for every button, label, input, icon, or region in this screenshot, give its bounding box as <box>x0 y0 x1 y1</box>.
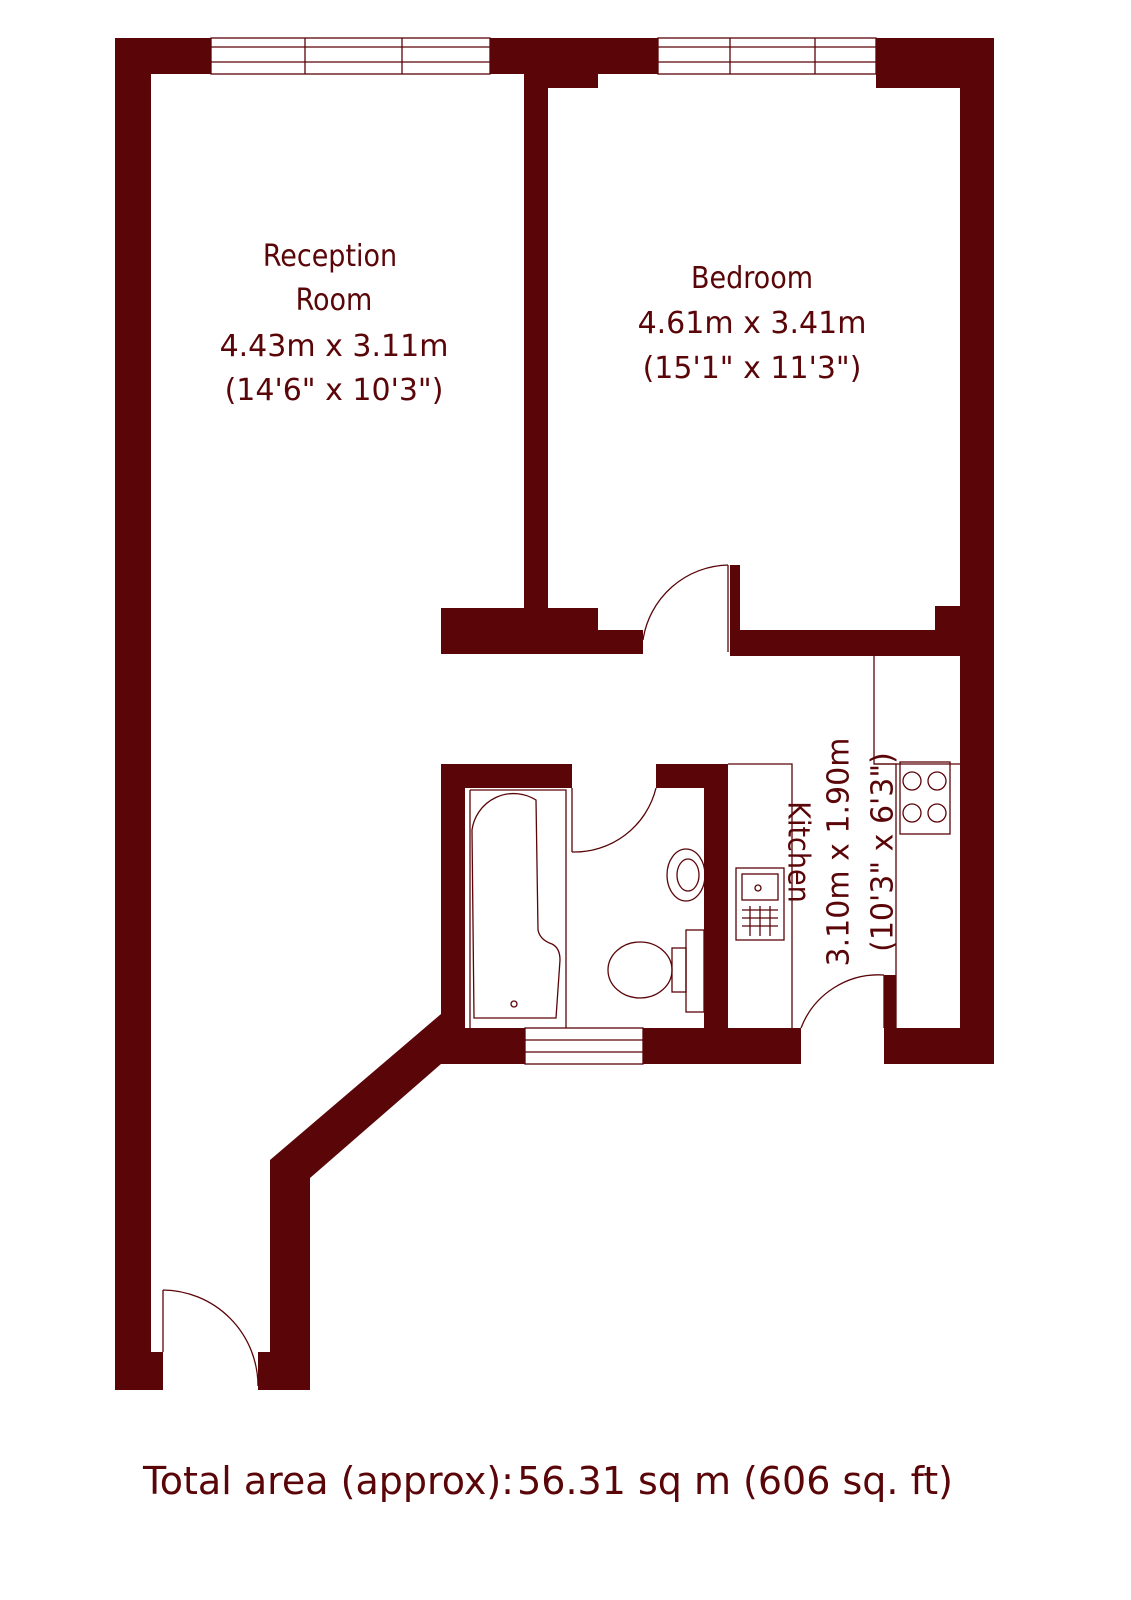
wall-entry-jamb <box>258 1352 270 1390</box>
kitchen-imperial: (10'3" x 6'3") <box>866 752 901 952</box>
hob-icon <box>899 761 951 835</box>
door-swing-kitchen <box>800 974 885 1029</box>
wall-bedroom-bottom-right <box>730 630 994 656</box>
cistern-icon <box>685 929 705 1013</box>
wall-bath-bottom-right <box>643 1028 801 1064</box>
bedroom-name: Bedroom <box>691 261 813 296</box>
reception-name-line2: Room <box>296 283 373 318</box>
wall-bedroom-bottom-corner <box>935 606 960 630</box>
wall-diagonal <box>270 1014 441 1390</box>
wall-bath-left <box>441 764 465 1064</box>
total-area-label: Total area (approx): <box>142 1459 514 1503</box>
fixtures <box>469 654 960 1028</box>
bath-drain-icon <box>510 1000 518 1008</box>
bath-outline <box>469 789 567 1028</box>
door-swing-bathroom <box>571 787 657 853</box>
wall-bedroom-bottom-left <box>598 630 643 654</box>
wall-left-jamb <box>151 1352 163 1390</box>
window-bathroom <box>524 1027 644 1065</box>
wall-kitchen-bottom-right <box>884 1028 994 1064</box>
wall-kitchen-door-jamb <box>884 975 896 1028</box>
bedroom-imperial: (15'1" x 11'3") <box>643 351 862 386</box>
doors <box>162 564 885 1387</box>
reception-metric: 4.43m x 3.11m <box>220 329 449 364</box>
kitchen-counter-left <box>728 763 793 1028</box>
windows <box>210 37 877 1065</box>
wall-bedroom-door-jamb <box>730 565 740 630</box>
wall-top-middle <box>490 38 658 74</box>
wall-bedroom-step-left <box>548 74 598 88</box>
wall-bedroom-step-right <box>876 74 960 88</box>
door-swing-entrance <box>162 1289 259 1387</box>
wall-partition-stub <box>441 608 598 654</box>
sink-icon <box>735 867 785 941</box>
bathtub-icon <box>471 792 561 1019</box>
wall-bath-bottom-left <box>441 1028 525 1064</box>
reception-name-line1: Reception <box>263 239 397 274</box>
wall-left <box>115 38 151 1390</box>
reception-imperial: (14'6" x 10'3") <box>225 373 444 408</box>
bedroom-metric: 4.61m x 3.41m <box>638 306 867 341</box>
kitchen-name: Kitchen <box>781 801 816 902</box>
total-area-value: 56.31 sq m (606 sq. ft) <box>517 1459 953 1503</box>
room-labels: Reception Room 4.43m x 3.11m (14'6" x 10… <box>220 239 901 966</box>
wall-bath-right <box>704 764 728 1064</box>
kitchen-metric: 3.10m x 1.90m <box>822 738 857 967</box>
wall-partition-vertical <box>524 74 548 610</box>
door-swing-bedroom <box>642 564 729 641</box>
window-reception <box>210 37 491 75</box>
wall-right <box>960 38 994 1064</box>
window-bedroom <box>657 37 877 75</box>
toilet-icon <box>607 941 673 999</box>
walls <box>115 38 994 1390</box>
total-area: Total area (approx): 56.31 sq m (606 sq.… <box>142 1459 953 1503</box>
